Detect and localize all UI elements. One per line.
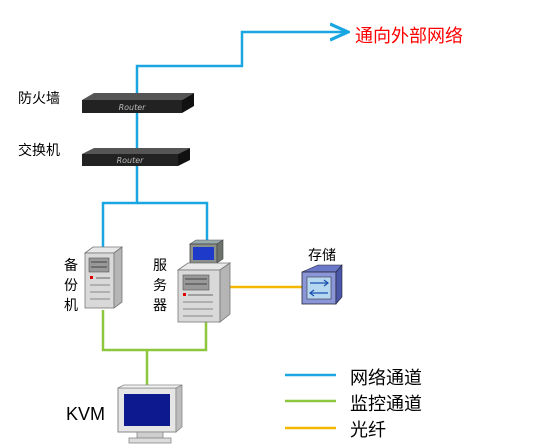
switch-label: 交换机 (18, 143, 60, 159)
firewall-label: 防火墙 (18, 91, 60, 107)
switch-router: Router (82, 148, 190, 166)
legend-label-network: 网络通道 (350, 368, 422, 389)
kvm-monitor-icon (117, 384, 183, 444)
backup-monitor-link (101, 310, 208, 352)
switch-router-text: Router (117, 156, 145, 165)
legend-label-monitor: 监控通道 (350, 394, 422, 415)
server-label: 服 务 器 (153, 258, 167, 314)
switch-server-branch (137, 201, 209, 244)
network-links (101, 32, 348, 247)
external-link (135, 32, 348, 95)
external-network-label: 通向外部网络 (355, 26, 463, 47)
legend-label-fiber: 光纤 (350, 420, 386, 441)
server-icon (176, 239, 232, 323)
kvm-label: KVM (66, 404, 106, 424)
legend-lines (285, 373, 336, 430)
backup-machine-icon (83, 246, 124, 309)
storage-icon (301, 264, 343, 305)
backup-label: 备 份 机 (64, 258, 78, 314)
firewall-router: Router (82, 93, 194, 113)
switch-servers-link (101, 165, 139, 247)
storage-label: 存储 (308, 248, 336, 264)
monitor-links (101, 310, 208, 388)
firewall-router-text: Router (119, 103, 147, 112)
